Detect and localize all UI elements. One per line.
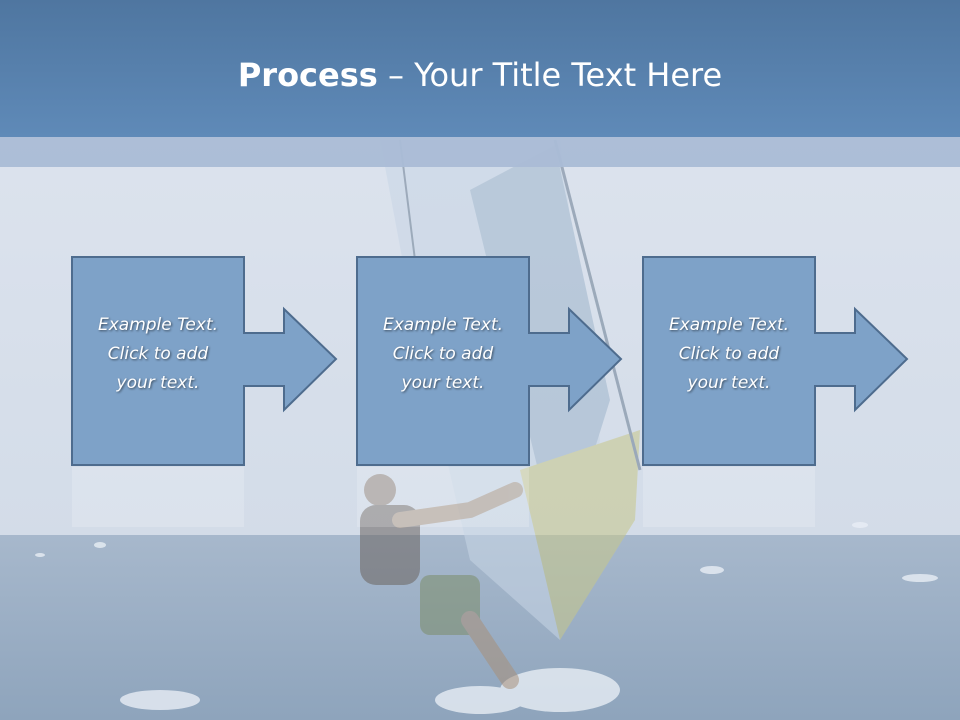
step-line: Example Text. <box>382 315 504 335</box>
step-shape <box>642 256 909 527</box>
process-step-1[interactable]: Example Text. Click to add your text. <box>71 255 351 555</box>
step-shape <box>356 256 623 527</box>
slide-title[interactable]: Process – Your Title Text Here <box>0 52 960 98</box>
step-text: Example Text. Click to add your text. <box>356 311 530 398</box>
header-bar <box>0 0 960 137</box>
step-text: Example Text. Click to add your text. <box>71 311 245 398</box>
step-line: your text. <box>116 373 200 393</box>
header-strip <box>0 137 960 167</box>
step-line: Click to add <box>392 344 494 364</box>
step-line: Click to add <box>107 344 209 364</box>
step-text: Example Text. Click to add your text. <box>642 311 816 398</box>
step-line: Example Text. <box>668 315 790 335</box>
title-bold: Process <box>237 56 378 94</box>
step-line: Example Text. <box>97 315 219 335</box>
process-step-3[interactable]: Example Text. Click to add your text. <box>642 255 922 555</box>
process-step-2[interactable]: Example Text. Click to add your text. <box>356 255 636 555</box>
step-line: Click to add <box>678 344 780 364</box>
step-line: your text. <box>687 373 771 393</box>
step-shape <box>71 256 338 527</box>
step-line: your text. <box>401 373 485 393</box>
title-rest: – Your Title Text Here <box>377 56 723 94</box>
